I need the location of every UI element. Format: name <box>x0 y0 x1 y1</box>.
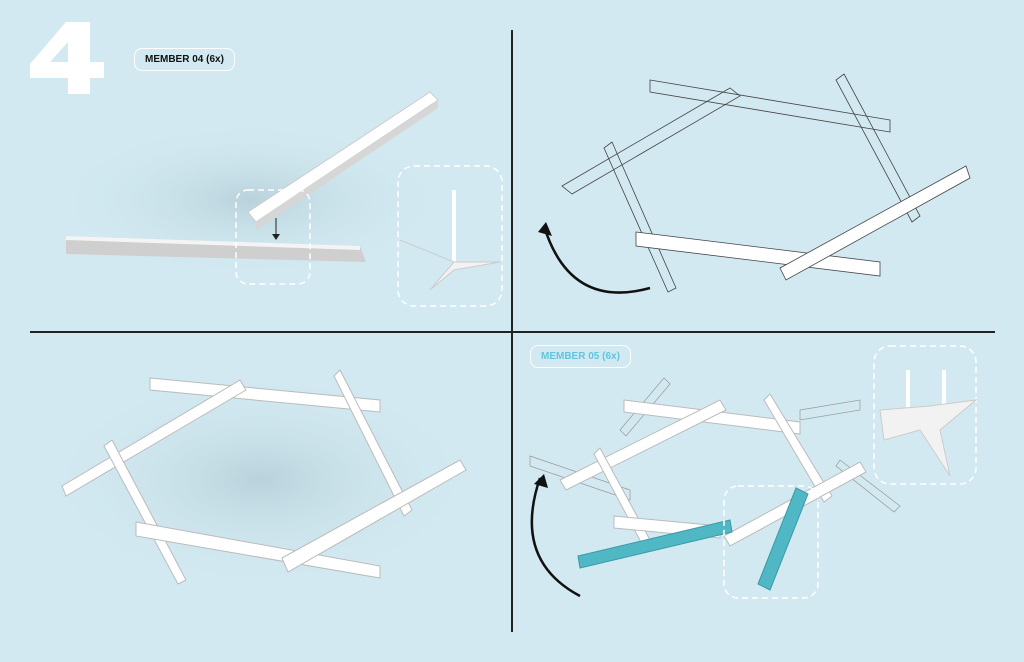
panel-1-member-joint <box>50 91 503 307</box>
member-04-label: MEMBER 04 (6x) <box>134 48 235 71</box>
panel-3-assembled-hexagon <box>40 369 480 590</box>
horizontal-divider <box>30 331 995 333</box>
panel-2-outline-hexagon <box>561 73 971 293</box>
member-05-label: MEMBER 05 (6x) <box>530 345 631 368</box>
rotate-arrow-2 <box>530 477 581 598</box>
rotate-arrow <box>542 225 651 294</box>
panel-4-member-05-insertion <box>529 345 978 599</box>
step-number-4 <box>30 22 104 94</box>
